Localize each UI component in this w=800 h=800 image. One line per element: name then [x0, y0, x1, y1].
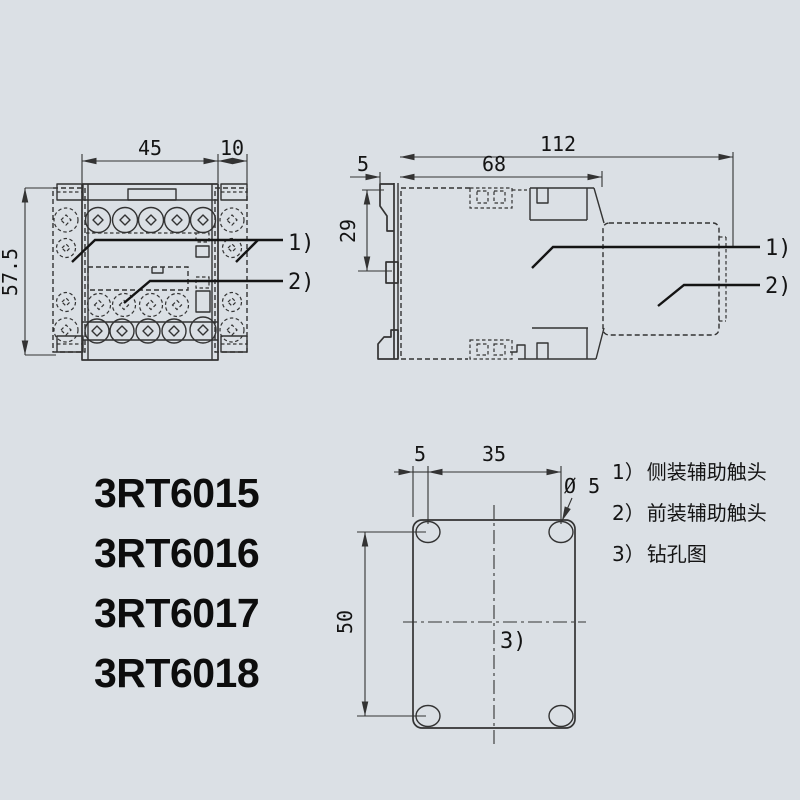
- legend-marker: 1）: [612, 460, 645, 484]
- front-side-dim-label: 10: [220, 136, 244, 160]
- front-right-flange: [214, 183, 248, 353]
- drill-hole-top-right: [548, 520, 574, 544]
- model-number-1: 3RT6015: [94, 470, 260, 516]
- legend-text: 钻孔图: [646, 542, 707, 566]
- model-number-2: 3RT6016: [94, 530, 260, 576]
- model-number-3: 3RT6017: [94, 590, 260, 636]
- side-callout1-label: 1): [765, 236, 792, 261]
- side-top-clips: [469, 187, 605, 224]
- legend-item-front-aux: 2）前装辅助触头: [612, 497, 767, 526]
- drill-hspacing-dim-label: 35: [482, 442, 506, 466]
- drill-hole-bottom-right: [548, 704, 574, 728]
- front-callout1-leader-right: [235, 239, 259, 263]
- drill-vspacing-dim-label: 50: [333, 610, 357, 634]
- side-din-rail: [377, 183, 399, 360]
- side-body-outline: [400, 187, 470, 360]
- legend-text: 前装辅助触头: [646, 501, 767, 525]
- drill-plan-drawing: 5 35 Ø 5 50 3): [333, 442, 600, 744]
- side-hook-dim-label: 29: [336, 219, 360, 243]
- side-callout2-leader: [657, 283, 760, 307]
- side-total-dim-label: 112: [540, 132, 576, 156]
- drill-plate: [412, 519, 576, 729]
- side-bottom-clips: [469, 327, 605, 360]
- legend-marker: 3）: [612, 542, 645, 566]
- drill-callout-label: 3): [500, 629, 527, 654]
- front-left-flange: [52, 183, 86, 353]
- legend-item-drill-plan: 3）钻孔图: [612, 538, 767, 567]
- front-callout1-label: 1): [288, 231, 315, 256]
- front-callout2-label: 2): [288, 270, 315, 295]
- drill-edge-dim-label: 5: [414, 442, 426, 466]
- side-body-dim-label: 68: [482, 152, 506, 176]
- legend-text: 侧装辅助触头: [646, 460, 767, 484]
- side-callout1-leader: [531, 245, 760, 269]
- legend: 1）侧装辅助触头 2）前装辅助触头 3）钻孔图: [612, 456, 767, 579]
- legend-item-side-aux: 1）侧装辅助触头: [612, 456, 767, 485]
- front-callout2-leader: [123, 279, 283, 304]
- side-front-aux-block: [602, 222, 727, 336]
- drill-hole-dim-label: Ø 5: [564, 474, 600, 498]
- legend-marker: 2）: [612, 501, 645, 525]
- front-height-dim-label: 57.5: [0, 248, 22, 296]
- side-callout2-label: 2): [765, 274, 792, 299]
- front-width-dim-label: 45: [138, 136, 162, 160]
- front-callout1-leader: [71, 238, 283, 263]
- front-view-drawing: 45 10 57.5: [0, 136, 315, 361]
- side-rail-dim-label: 5: [357, 152, 369, 176]
- model-number-4: 3RT6018: [94, 650, 260, 696]
- side-view-drawing: 112 68 5 29: [336, 132, 792, 360]
- front-body: [81, 183, 219, 361]
